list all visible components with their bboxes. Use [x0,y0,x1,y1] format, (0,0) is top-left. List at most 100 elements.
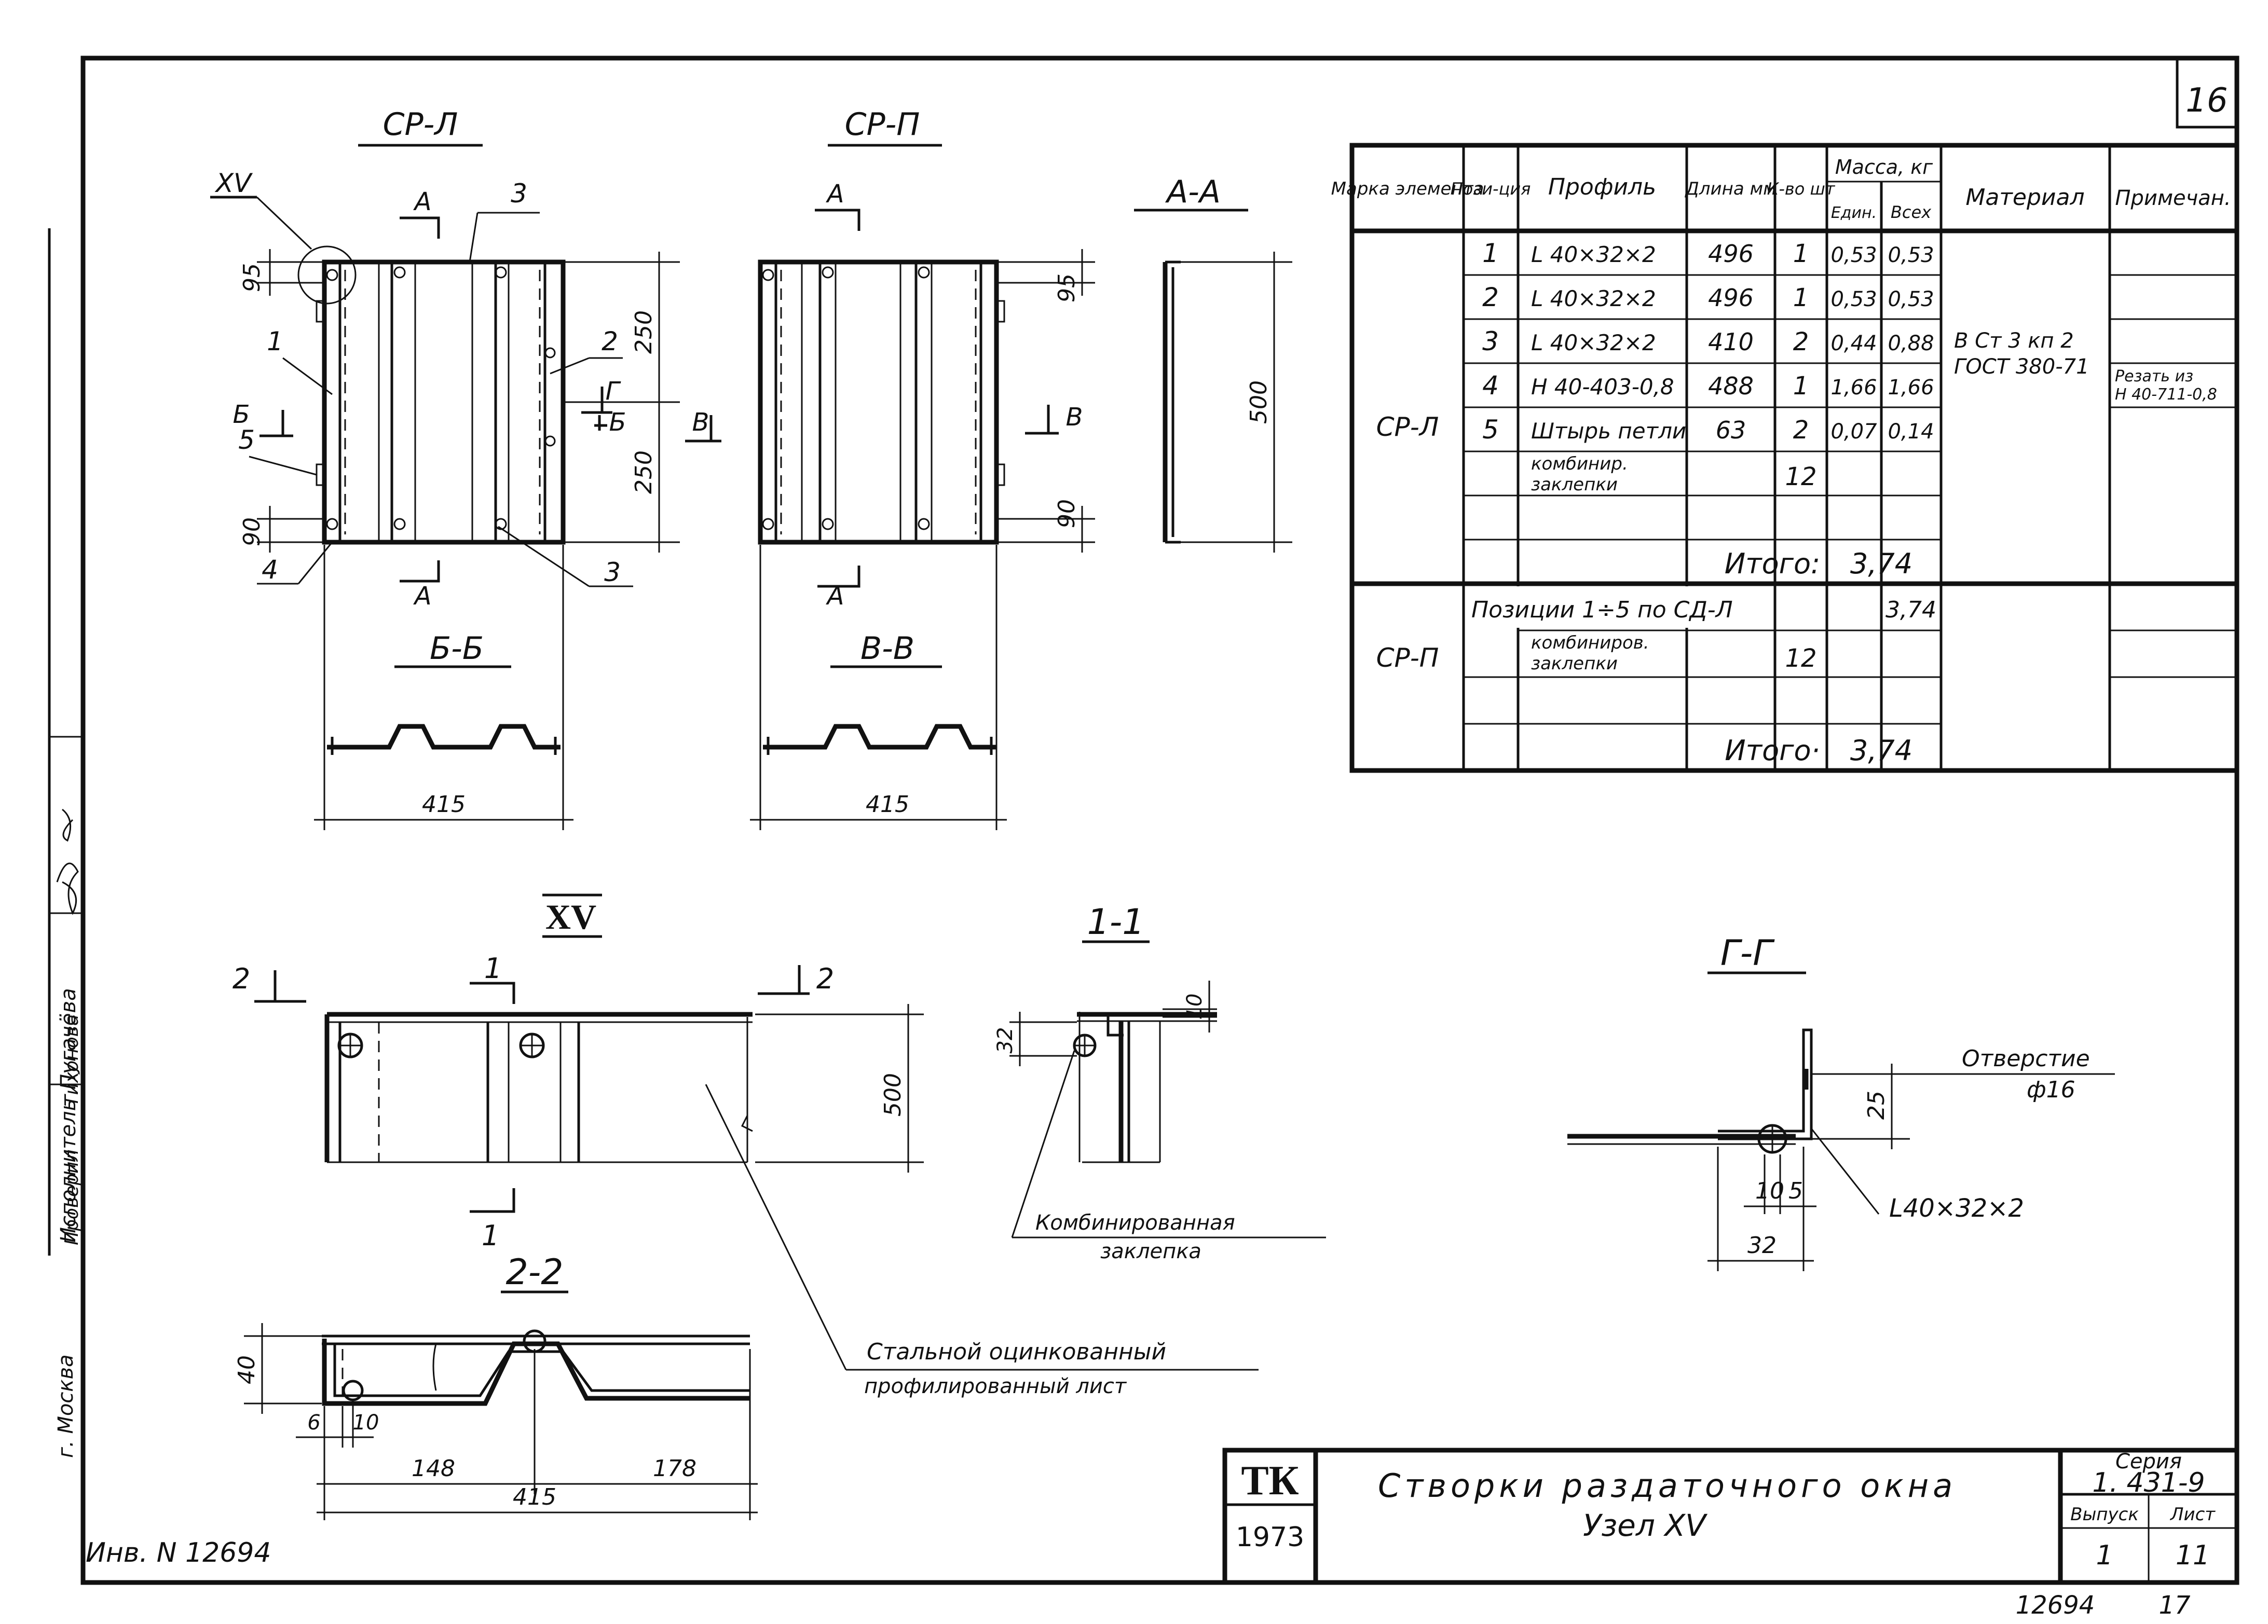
table-cell-length: 410 [1708,328,1754,356]
dim-415-bb: 415 [422,791,466,818]
mark-a-top: А [413,187,432,216]
table-cell-total: 0,53 [1888,287,1934,311]
sheet-number: 16 [2185,81,2228,120]
table-cell-total: 1,66 [1888,376,1934,400]
tb-year: 1973 [1236,1522,1304,1553]
table-cell-qty: 2 [1793,416,1809,445]
tb-sheet-label: Лист [2169,1504,2216,1525]
view-b-b: Б-Б 415 [314,545,573,830]
table-cell-pos: 1 [1482,238,1499,268]
table-cell-qty: 1 [1793,239,1809,268]
mark-a-top-p: А [826,180,844,209]
table-cell-profile: L 40×32×2 [1531,242,1656,267]
g1-note-2: Н 40-711-0,8 [2115,386,2217,404]
dim-5-gg: 5 [1788,1178,1803,1204]
view-1-1: 1-1 32 10 Комбинированная заклепка [993,902,1326,1263]
mark-g: Г [606,377,621,406]
table-cell-profile: Н 40-403-0,8 [1531,374,1674,400]
dim-148: 148 [412,1455,455,1482]
dim-500-xv: 500 [880,1073,906,1117]
ann-hole-1: Отверстие [1962,1045,2090,1072]
mark-v-left: В [692,408,709,437]
dim-415-22: 415 [513,1484,556,1510]
table-cell-profile: Штырь петли [1531,418,1686,444]
pos-3-bottom: 3 [604,557,621,587]
g1-total-value: 3,74 [1850,547,1912,580]
table-cell-total: 0,53 [1888,243,1934,267]
th-pos: Пози-ция [1451,179,1531,199]
executed-label: Исполнитель [57,1099,80,1243]
dim-178: 178 [653,1455,696,1482]
view-v-v: В-В 415 [750,545,1007,830]
g1-rivets-2: заклепки [1531,474,1618,495]
signature-scribble [56,808,79,915]
th-length: Длина мм [1684,178,1777,199]
th-mass-total: Всех [1891,202,1932,222]
side-stamp-checked: Проверил Тихонова [61,1014,83,1245]
tb-series-label: Серия [2115,1450,2182,1474]
view-title-1-1: 1-1 [1087,902,1144,943]
table-cell-pos: 2 [1482,282,1499,312]
table-cell-unit: 0,53 [1830,243,1877,267]
executed-name: Пугачёва [57,988,80,1090]
ann-steel-sheet-2: профилированный лист [864,1374,1127,1398]
table-cell-qty: 1 [1793,371,1809,401]
dim-90: 90 [239,517,265,546]
table-cell-qty: 1 [1793,283,1809,312]
dim-25: 25 [1863,1091,1890,1120]
mark-xv-leader: XV [214,168,253,198]
tb-sheet-value: 11 [2176,1540,2210,1571]
dim-415-vv: 415 [866,791,909,818]
view-title-2-2: 2-2 [505,1252,563,1293]
g1-material-2: ГОСТ 380-71 [1954,355,2089,379]
mark-1-top: 1 [484,952,502,985]
mark-v-right: В [1066,403,1083,432]
table-cell-unit: 0,53 [1830,287,1877,311]
g2-positions-total: 3,74 [1886,597,1936,623]
title-block: ТК 1973 Створки раздаточного окна Узел X… [1222,1448,2239,1585]
table-cell-profile: L 40×32×2 [1531,330,1656,355]
city-label: г. Москва [54,1354,78,1458]
view-g-g: Г-Г 25 Отверстие ф16 10 5 32 L40×32×2 [1567,933,2115,1271]
table-cell-length: 496 [1708,240,1754,268]
tb-series-value: 1. 431-9 [2092,1467,2205,1498]
table-cell-length: 488 [1708,372,1754,400]
dim-6: 6 [307,1411,320,1435]
spec-table: Марка элемента Пози-ция Профиль Длина мм… [1331,143,2239,773]
mark-a-bottom: А [413,582,432,611]
tb-title-1: Створки раздаточного окна [1378,1467,1957,1505]
dim-10-gg: 10 [1755,1178,1784,1204]
table-cell-unit: 1,66 [1830,376,1877,400]
g1-rivets-1: комбинир. [1531,453,1628,474]
dim-95-right: 95 [1054,273,1080,302]
table-cell-profile: L 40×32×2 [1531,286,1656,311]
th-mass: Масса, кг [1835,156,1933,178]
th-profile: Профиль [1548,174,1656,200]
table-cell-unit: 0,07 [1830,420,1877,444]
dim-500: 500 [1246,380,1272,424]
pos-2: 2 [602,326,618,356]
side-stamp: Исполнитель Пугачёва Проверил Тихонова г… [48,228,83,1458]
mark-b-right: Б [609,408,626,437]
dim-250-bottom: 250 [631,450,657,494]
dim-250-top: 250 [631,310,657,354]
table-cell-pos: 3 [1482,326,1499,356]
view-a-a: А-А 500 [1134,174,1292,553]
g1-rivets-qty: 12 [1785,462,1816,491]
pos-3-top: 3 [511,178,527,209]
th-material: Материал [1965,184,2084,211]
g2-mark: СР-П [1376,643,1439,673]
tb-issue-label: Выпуск [2070,1504,2139,1525]
ann-combined-rivet-2: заклепка [1100,1240,1201,1263]
ann-angle: L40×32×2 [1889,1194,2024,1223]
view-2-2: 2-2 40 6 10 148 178 415 [234,1252,758,1520]
g2-rivets-1: комбиниров. [1531,632,1649,653]
th-mass-unit: Един. [1831,204,1877,222]
dim-90-right: 90 [1054,499,1080,528]
tb-org: ТК [1241,1458,1299,1504]
mark-1-bottom: 1 [482,1219,499,1252]
ann-combined-rivet-1: Комбинированная [1035,1211,1235,1235]
table-cell-pos: 4 [1482,370,1499,401]
sheet-frame [80,56,2239,1585]
